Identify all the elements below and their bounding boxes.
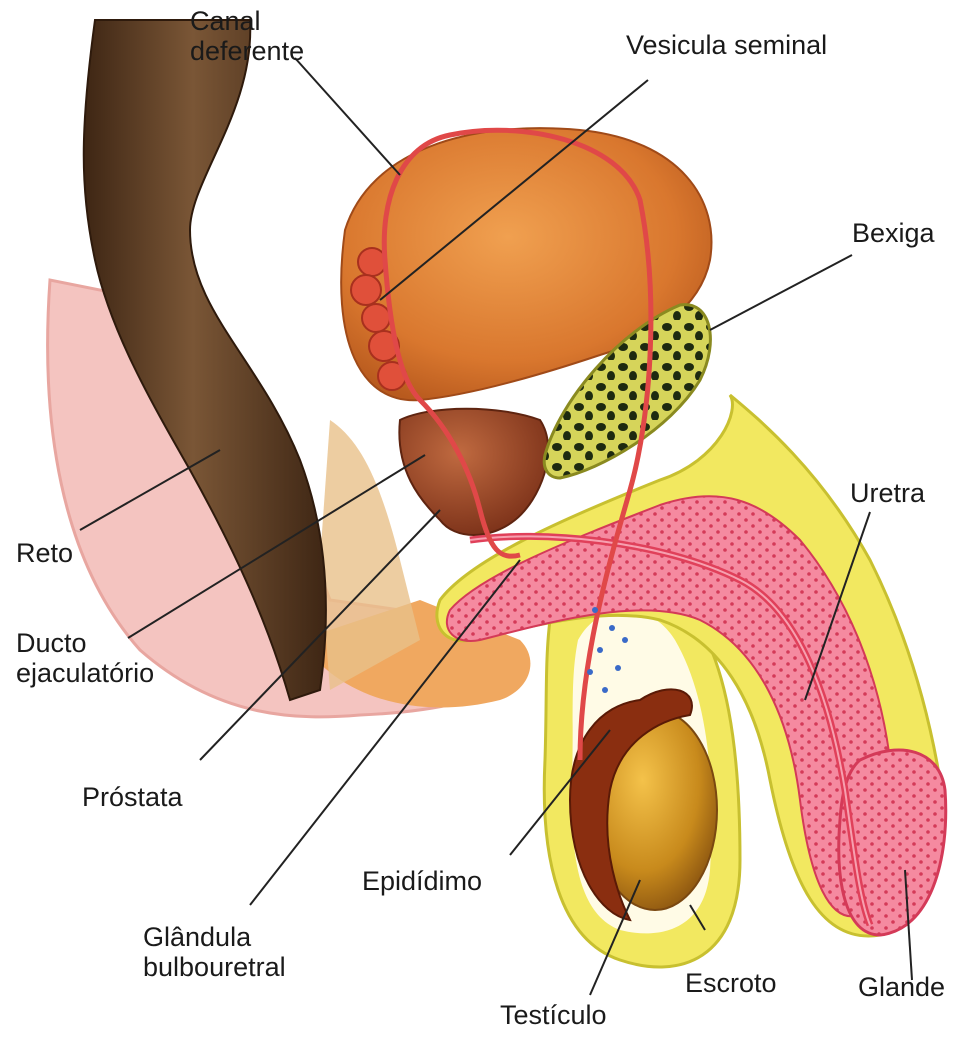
- label-ducto-ejaculatorio-line2: ejaculatório: [16, 658, 154, 688]
- label-canal-deferente: Canal deferente: [190, 6, 304, 66]
- label-ducto-ejaculatorio: Ducto ejaculatório: [16, 628, 154, 688]
- label-glandula-line2: bulbouretral: [143, 952, 286, 982]
- label-prostata: Próstata: [82, 782, 183, 812]
- label-escroto: Escroto: [685, 968, 777, 998]
- label-glande: Glande: [858, 972, 945, 1002]
- prostate: [399, 409, 548, 535]
- leader-bexiga: [710, 255, 852, 330]
- label-testiculo: Testículo: [500, 1000, 607, 1030]
- label-canal-deferente-line2: deferente: [190, 36, 304, 66]
- label-reto: Reto: [16, 538, 73, 568]
- label-vesicula-seminal: Vesicula seminal: [626, 30, 827, 60]
- label-bexiga: Bexiga: [852, 218, 935, 248]
- label-glandula-bulbouretral: Glândula bulbouretral: [143, 922, 286, 982]
- label-epididimo: Epidídimo: [362, 866, 482, 896]
- label-ducto-ejaculatorio-line1: Ducto: [16, 628, 154, 658]
- label-canal-deferente-line1: Canal: [190, 6, 304, 36]
- label-glandula-line1: Glândula: [143, 922, 286, 952]
- leader-canal-deferente: [295, 58, 400, 175]
- label-uretra: Uretra: [850, 478, 925, 508]
